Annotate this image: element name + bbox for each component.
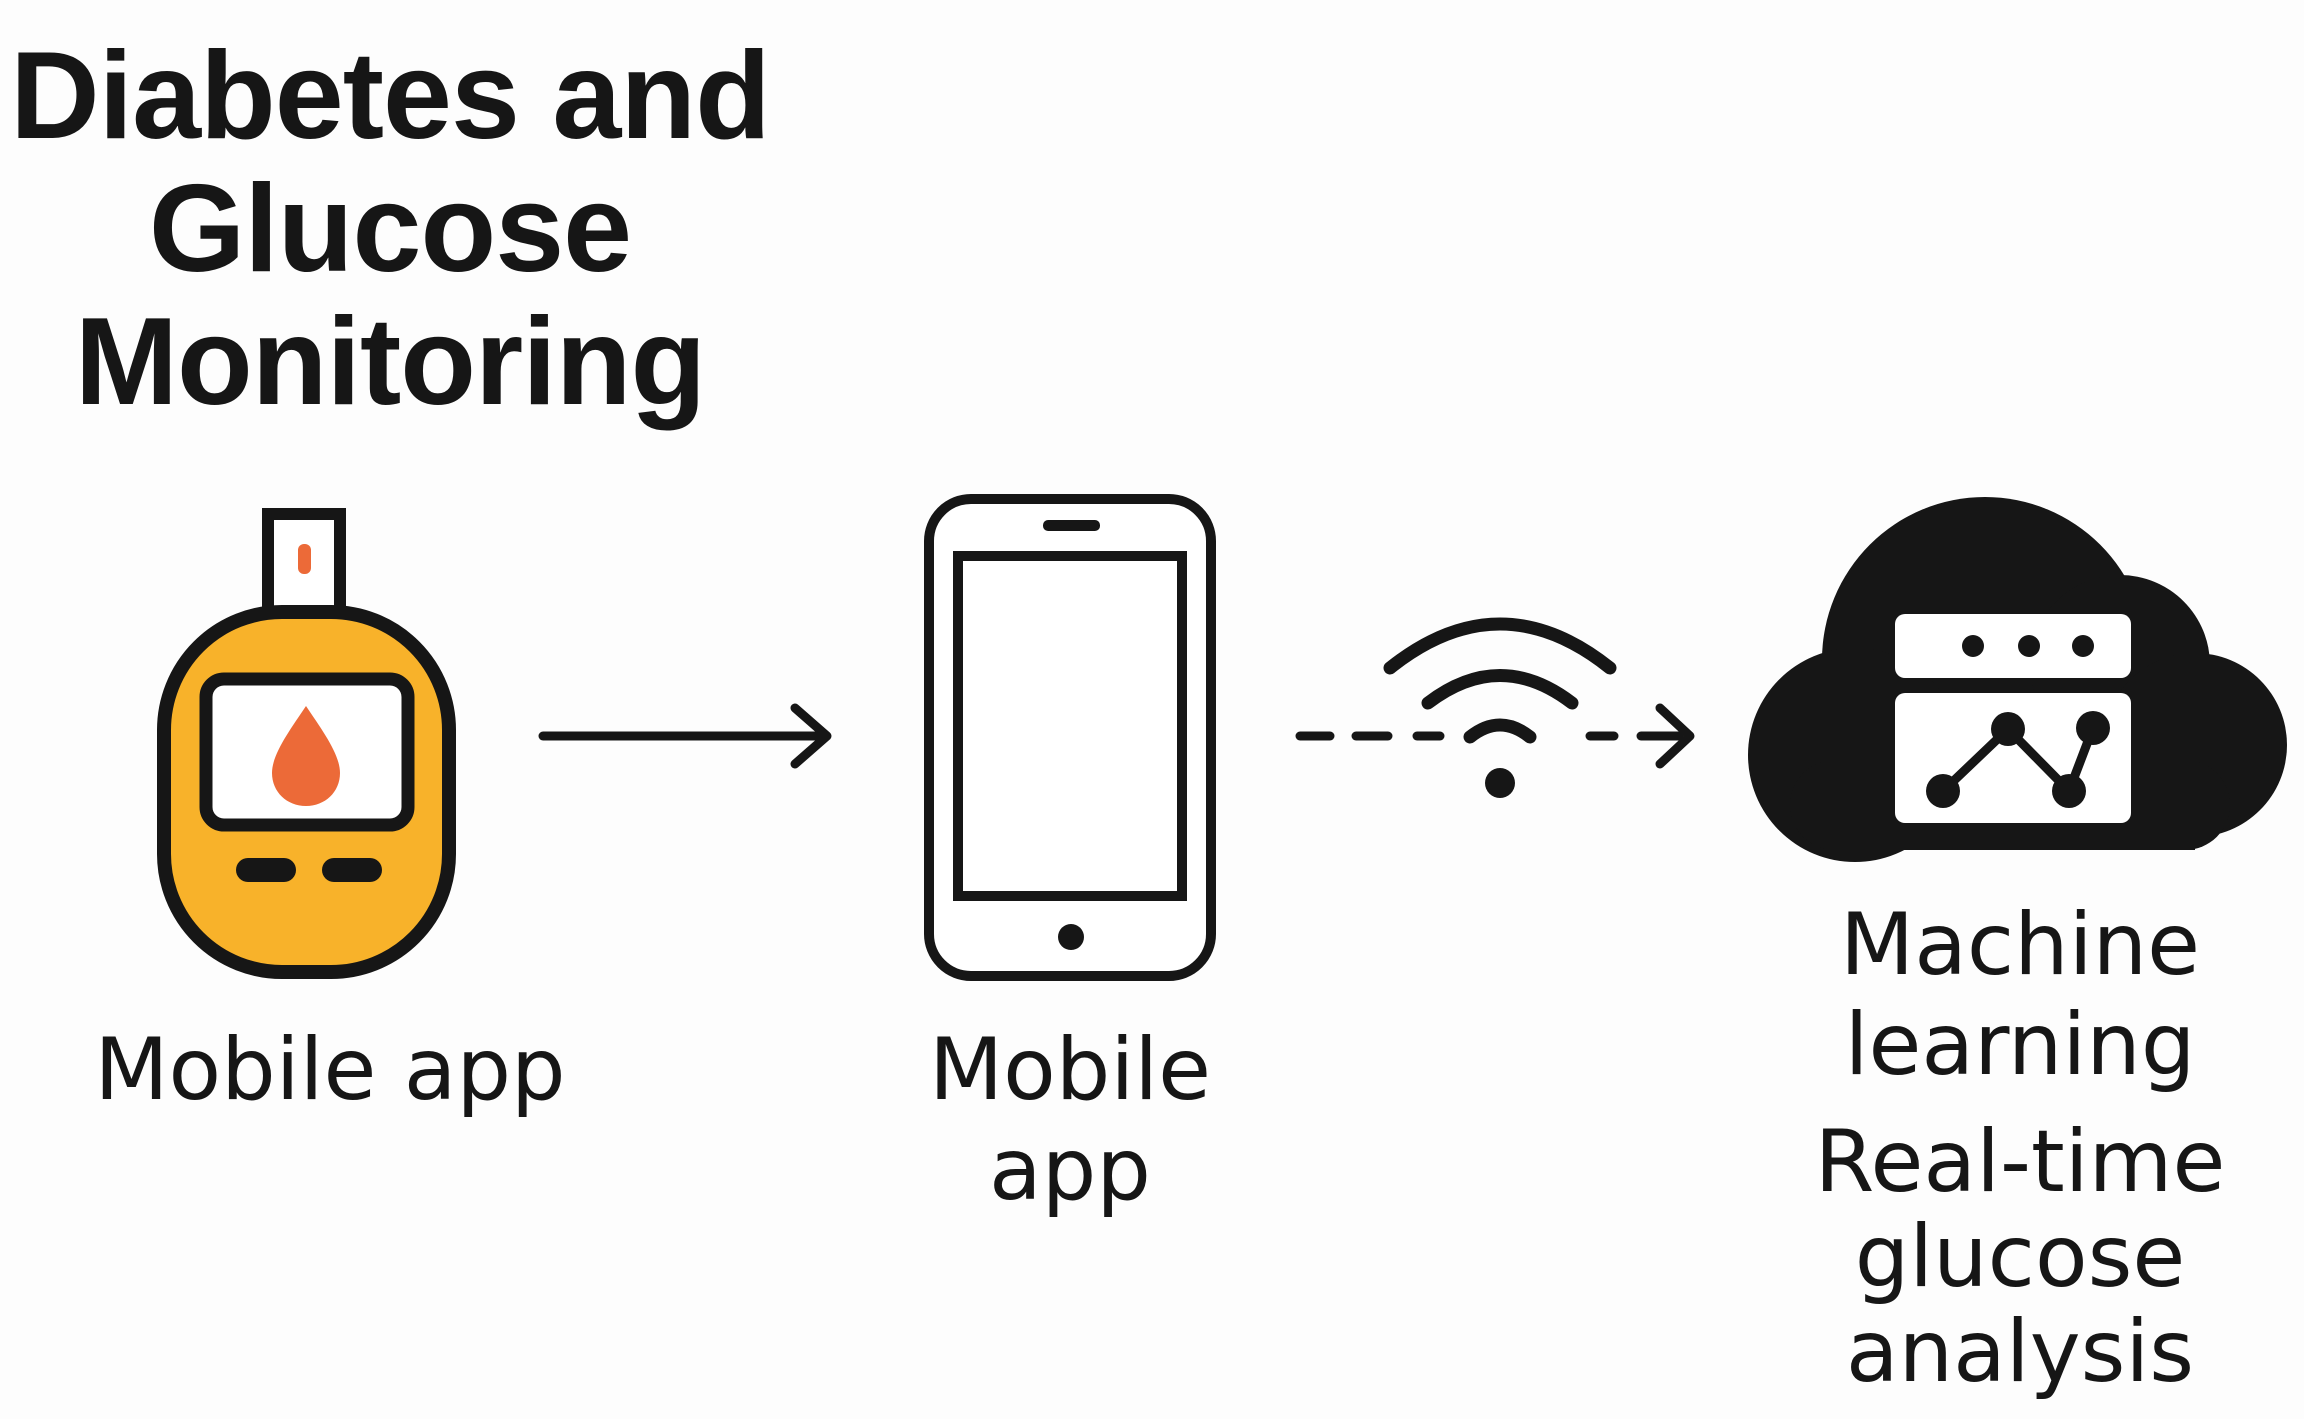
cloud-sublabel-line-1: Real-time	[1814, 1112, 2226, 1212]
meter-button-left	[236, 858, 296, 882]
smartphone-label-line-1: Mobile	[928, 1020, 1212, 1120]
cloud-sublabel-line-3: analysis	[1845, 1302, 2195, 1402]
test-strip-mark	[298, 544, 311, 574]
dashboard-dot-3	[2072, 635, 2094, 657]
cloud-sublabel-line-2: glucose	[1854, 1207, 2186, 1307]
solid-arrow	[538, 703, 832, 769]
title-line-2: Glucose	[148, 160, 632, 298]
dashboard-dot-1	[1962, 635, 1984, 657]
cloud-analytics-icon	[1748, 497, 2287, 862]
smartphone-icon	[924, 494, 1216, 981]
glucose-meter-icon	[157, 508, 456, 979]
dashboard-dot-2	[2018, 635, 2040, 657]
cloud-label: Machine learning	[1740, 895, 2300, 1095]
title-line-1: Diabetes and	[10, 27, 771, 165]
cloud-label-line-1: Machine	[1840, 895, 2200, 995]
glucose-meter-label: Mobile app	[94, 1020, 566, 1120]
meter-button-right	[322, 858, 382, 882]
phone-home-button	[1058, 924, 1084, 950]
diagram-title: Diabetes and Glucose Monitoring	[0, 30, 780, 429]
phone-screen	[953, 551, 1187, 901]
smartphone-label: Mobile app	[820, 1020, 1320, 1220]
line-chart-icon	[1926, 711, 2110, 808]
cloud-sublabel: Real-time glucose analysis	[1740, 1115, 2300, 1400]
dashboard-top-panel	[1895, 614, 2131, 678]
phone-speaker	[1043, 520, 1100, 531]
blood-drop-icon	[272, 706, 340, 806]
title-line-3: Monitoring	[74, 293, 706, 431]
cloud-label-line-2: learning	[1844, 995, 2196, 1095]
dashed-arrow-wifi	[1295, 703, 1695, 769]
wifi-icon	[1383, 617, 1617, 798]
smartphone-label-line-2: app	[989, 1120, 1151, 1220]
